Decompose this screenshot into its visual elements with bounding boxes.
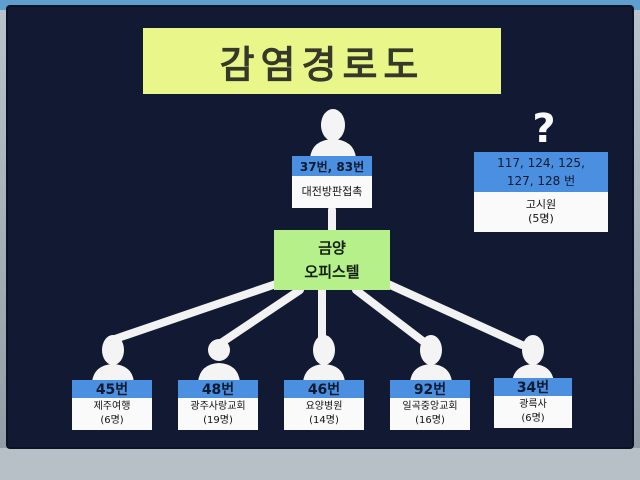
case-detail: 요양병원 (14명) <box>284 398 364 430</box>
case-place: 요양병원 <box>305 401 343 412</box>
person-icon <box>198 339 240 382</box>
unknown-desc: 고시원 (5명) <box>474 192 608 232</box>
case-place: 일곡중앙교회 <box>402 401 458 412</box>
case-detail: 제주여행 (6명) <box>72 398 152 430</box>
center-line1: 금양 <box>318 239 346 257</box>
case-count: (19명) <box>203 415 233 426</box>
person-icon <box>410 335 452 382</box>
case-detail: 일곡중앙교회 (16명) <box>390 398 470 430</box>
case-card-1: 45번 제주여행 (6명) <box>72 380 152 430</box>
case-count: (16명) <box>415 415 445 426</box>
case-number: 48번 <box>178 380 258 398</box>
background-wall-top <box>0 0 640 10</box>
connector-1 <box>108 280 280 344</box>
center-line2: 오피스텔 <box>304 263 360 281</box>
connector-4 <box>352 286 432 349</box>
case-place: 광륵사 <box>519 399 547 410</box>
case-count: (6명) <box>521 413 545 424</box>
top-case-card: 37번, 83번 대전방판접촉 <box>292 156 372 208</box>
connector-2 <box>214 286 304 349</box>
person-icon <box>92 335 134 382</box>
person-icon <box>303 335 345 382</box>
case-number: 34번 <box>494 378 572 396</box>
case-number: 45번 <box>72 380 152 398</box>
case-count: (6명) <box>100 415 124 426</box>
unknown-numbers-line2: 127, 128 번 <box>506 174 576 188</box>
top-case-desc: 대전방판접촉 <box>292 176 372 208</box>
unknown-count: (5명) <box>528 212 554 225</box>
unknown-desc-text: 고시원 <box>525 198 557 211</box>
unknown-numbers-line1: 117, 124, 125, <box>497 156 585 170</box>
case-card-3: 46번 요양병원 (14명) <box>284 380 364 430</box>
case-card-5: 34번 광륵사 (6명) <box>494 378 572 428</box>
person-icon <box>310 109 356 158</box>
case-detail: 광륵사 (6명) <box>494 396 572 428</box>
unknown-numbers: 117, 124, 125, 127, 128 번 <box>474 152 608 192</box>
case-count: (14명) <box>309 415 339 426</box>
unknown-source-card: 117, 124, 125, 127, 128 번 고시원 (5명) <box>474 152 608 232</box>
center-location-box: 금양 오피스텔 <box>274 230 390 290</box>
case-place: 제주여행 <box>93 401 131 412</box>
top-case-desc-text: 대전방판접촉 <box>301 185 363 198</box>
case-card-4: 92번 일곡중앙교회 (16명) <box>390 380 470 430</box>
case-detail: 광주사랑교회 (19명) <box>178 398 258 430</box>
person-icon <box>512 335 554 382</box>
board-bottom-ledge <box>0 448 640 480</box>
case-card-2: 48번 광주사랑교회 (19명) <box>178 380 258 430</box>
title-banner: 감염경로도 <box>143 28 501 94</box>
question-mark-icon: ? <box>532 106 556 152</box>
page-title: 감염경로도 <box>219 42 425 87</box>
case-number: 46번 <box>284 380 364 398</box>
connector-5 <box>384 280 526 349</box>
top-case-numbers: 37번, 83번 <box>292 156 372 176</box>
case-number: 92번 <box>390 380 470 398</box>
case-place: 광주사랑교회 <box>190 401 246 412</box>
